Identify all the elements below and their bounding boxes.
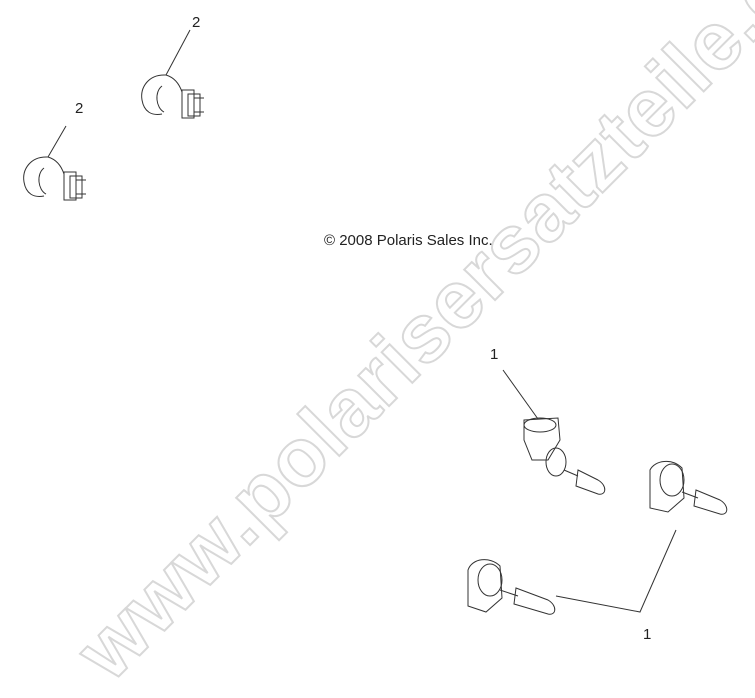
wedge-bulb-upper: [141, 29, 204, 119]
callout-1-top: 1: [490, 346, 499, 363]
callout-2-lower: 2: [75, 100, 84, 117]
headlight-bulb-top: [502, 369, 606, 495]
callout-1-bottom: 1: [643, 626, 652, 643]
callout-2-upper: 2: [192, 14, 201, 31]
headlight-bulb-right: [649, 461, 728, 515]
headlight-bulb-left: [467, 559, 556, 615]
copyright-notice: © 2008 Polaris Sales Inc.: [324, 232, 493, 249]
wedge-bulb-lower: [23, 125, 86, 201]
leader-line-shared: [555, 529, 677, 613]
parts-illustration: [23, 29, 728, 615]
